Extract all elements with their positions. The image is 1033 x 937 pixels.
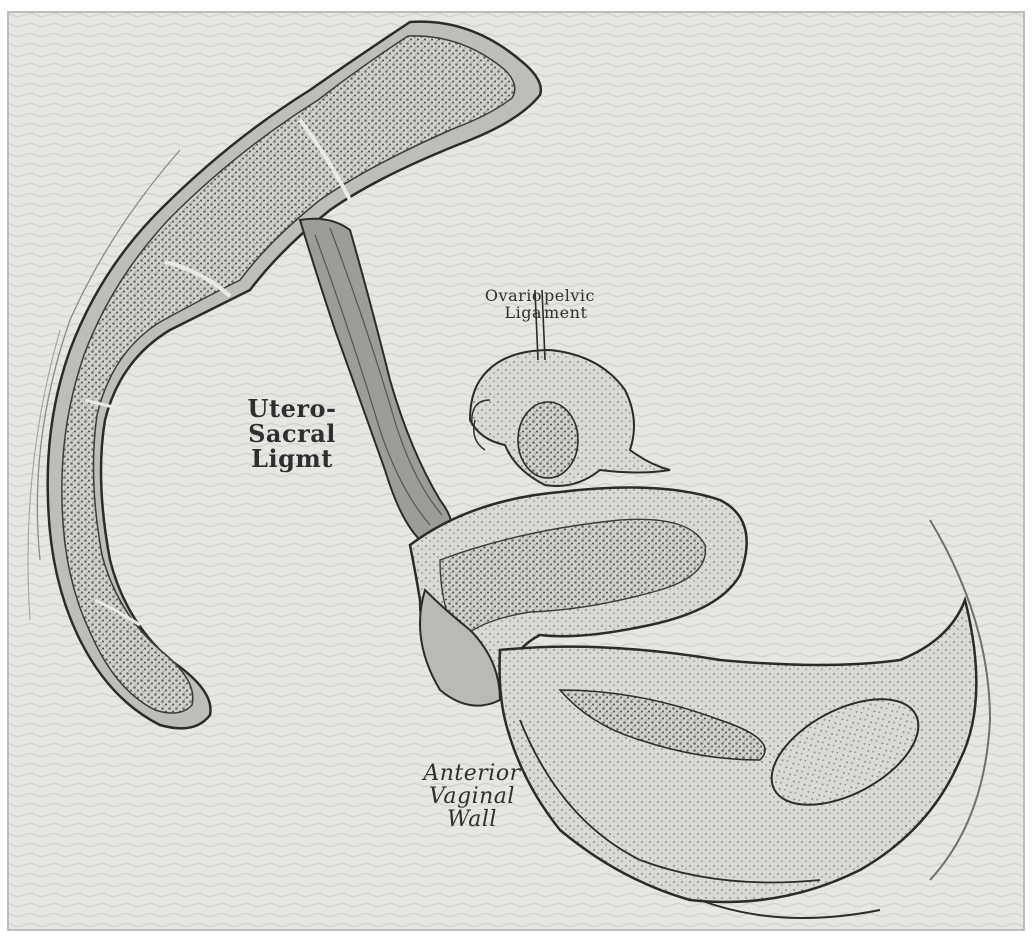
label-line: Liga <box>468 305 542 322</box>
label-line: Wall <box>402 808 542 831</box>
label-line: Sacral <box>212 421 372 446</box>
label-line: Ligmt <box>212 446 372 471</box>
ovary <box>518 402 578 478</box>
label-anterior-vaginal-wall: Anterior Vaginal Wall <box>402 762 542 831</box>
label-line: Anterior <box>402 762 542 785</box>
label-ovario-pelvic-left: Ovario Liga <box>468 288 542 322</box>
label-line: ment <box>544 305 608 322</box>
label-line: Vaginal <box>402 785 542 808</box>
label-line: Utero- <box>212 396 372 421</box>
label-ovario-pelvic-right: pelvic ment <box>544 288 608 322</box>
label-utero-sacral-ligament: Utero- Sacral Ligmt <box>212 396 372 472</box>
